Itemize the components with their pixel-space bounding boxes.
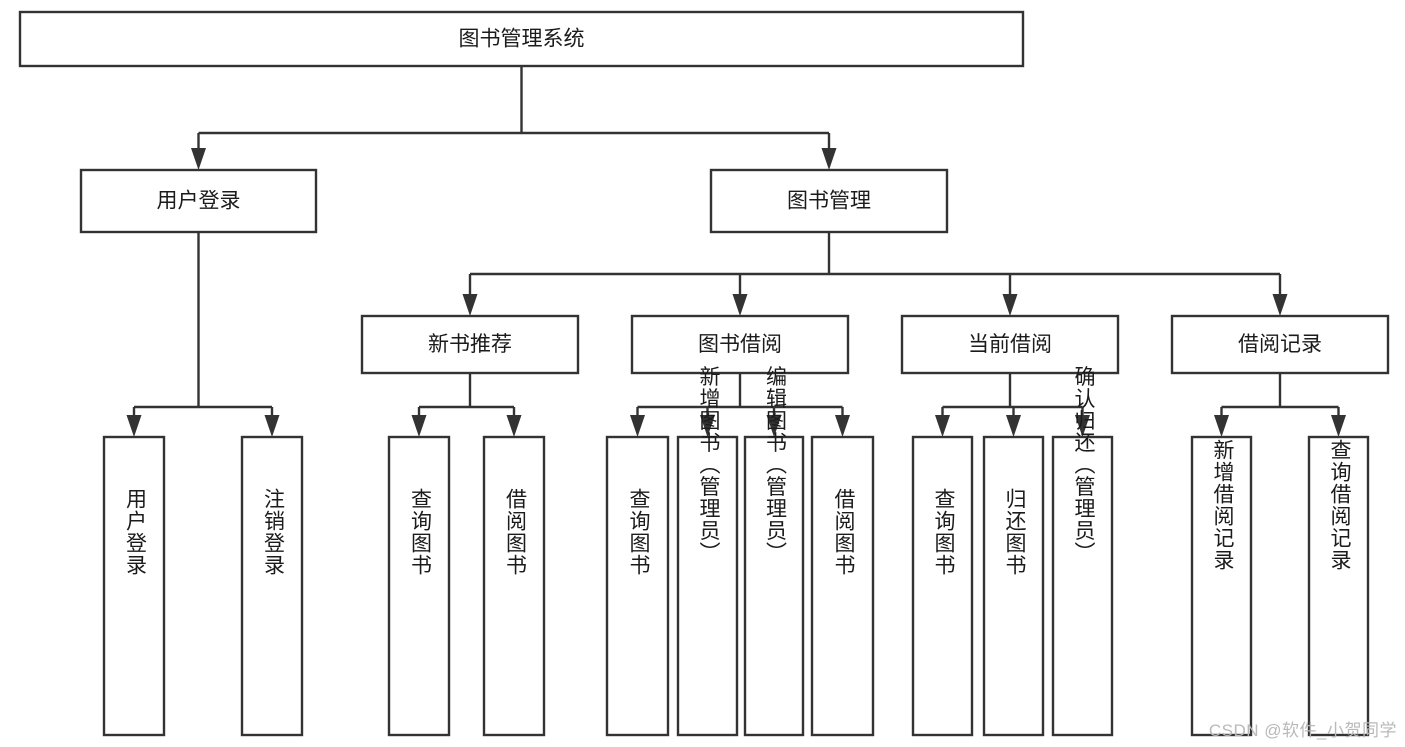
node-box-leaf-query-book-2[interactable] (605, 435, 670, 737)
node-leaf-query-record[interactable]: 查询借阅记录 (1307, 435, 1370, 737)
node-label-new-book-rec: 新书推荐 (428, 333, 512, 356)
node-user-login[interactable]: 用户登录 (79, 168, 318, 234)
node-label-leaf-query-book-2: 查询图书 (627, 488, 651, 576)
node-leaf-confirm-return[interactable]: 确认归还（管理员） (1051, 366, 1114, 737)
arrowhead-icon (506, 415, 522, 437)
connector-book-borrow (630, 373, 850, 437)
connector-current-borrow (935, 373, 1090, 437)
node-leaf-user-login[interactable]: 用户登录 (102, 435, 166, 737)
node-label-leaf-add-book: 新增图书（管理员） (697, 366, 721, 564)
arrowhead-icon (1002, 294, 1018, 316)
node-label-leaf-query-record: 查询借阅记录 (1328, 439, 1352, 571)
node-current-borrow[interactable]: 当前借阅 (900, 314, 1120, 375)
arrowhead-icon (766, 415, 782, 437)
arrowhead-icon (630, 415, 645, 437)
node-box-leaf-query-record[interactable] (1307, 435, 1370, 737)
node-box-user-login[interactable] (79, 168, 318, 234)
node-new-book-rec[interactable]: 新书推荐 (360, 314, 580, 375)
node-label-leaf-user-login: 用户登录 (123, 488, 147, 576)
node-box-book-manage[interactable] (709, 168, 949, 234)
node-box-leaf-add-book[interactable] (676, 435, 739, 737)
node-leaf-add-record[interactable]: 新增借阅记录 (1190, 435, 1253, 737)
node-book-borrow[interactable]: 图书借阅 (630, 314, 850, 375)
node-layer: 图书管理系统用户登录图书管理新书推荐图书借阅当前借阅借阅记录用户登录注销登录查询… (18, 10, 1390, 737)
node-label-leaf-query-book-1: 查询图书 (408, 488, 432, 576)
node-label-book-borrow: 图书借阅 (698, 333, 782, 356)
arrowhead-icon (126, 415, 142, 437)
node-label-leaf-confirm-return: 确认归还（管理员） (1072, 366, 1096, 564)
arrowhead-icon (935, 415, 950, 437)
node-label-current-borrow: 当前借阅 (968, 333, 1052, 356)
node-box-current-borrow[interactable] (900, 314, 1120, 375)
connector-layer (126, 66, 1346, 437)
node-box-leaf-edit-book[interactable] (743, 435, 805, 737)
node-leaf-edit-book[interactable]: 编辑图书（管理员） (743, 366, 805, 737)
node-label-leaf-borrow-book-1: 借阅图书 (503, 488, 527, 576)
connector-book-manage (462, 232, 1288, 316)
node-box-root[interactable] (18, 10, 1025, 68)
node-box-leaf-add-record[interactable] (1190, 435, 1253, 737)
node-box-book-borrow[interactable] (630, 314, 850, 375)
node-box-leaf-borrow-book-1[interactable] (482, 435, 546, 737)
node-label-borrow-record: 借阅记录 (1238, 333, 1322, 356)
arrowhead-icon (1331, 415, 1346, 437)
node-box-borrow-record[interactable] (1170, 314, 1390, 375)
node-leaf-query-book-3[interactable]: 查询图书 (911, 435, 974, 737)
arrowhead-icon (1272, 294, 1288, 316)
connector-borrow-record (1214, 373, 1346, 437)
arrowhead-icon (1075, 415, 1090, 437)
arrowhead-icon (732, 294, 748, 316)
node-box-leaf-confirm-return[interactable] (1051, 435, 1114, 737)
node-borrow-record[interactable]: 借阅记录 (1170, 314, 1390, 375)
node-label-leaf-borrow-book-2: 借阅图书 (832, 488, 856, 576)
node-leaf-query-book-2[interactable]: 查询图书 (605, 435, 670, 737)
node-leaf-query-book-1[interactable]: 查询图书 (387, 435, 451, 737)
arrowhead-icon (264, 415, 280, 437)
arrowhead-icon (462, 294, 478, 316)
node-box-new-book-rec[interactable] (360, 314, 580, 375)
node-label-leaf-add-record: 新增借阅记录 (1211, 439, 1235, 571)
node-label-leaf-logout: 注销登录 (261, 488, 285, 576)
node-box-leaf-borrow-book-2[interactable] (810, 435, 875, 737)
connector-root (191, 66, 837, 170)
node-box-leaf-query-book-1[interactable] (387, 435, 451, 737)
arrowhead-icon (821, 148, 837, 170)
node-leaf-add-book[interactable]: 新增图书（管理员） (676, 366, 739, 737)
node-box-leaf-return-book[interactable] (982, 435, 1045, 737)
node-leaf-logout[interactable]: 注销登录 (240, 435, 304, 737)
node-label-leaf-query-book-3: 查询图书 (932, 488, 956, 576)
node-leaf-return-book[interactable]: 归还图书 (982, 435, 1045, 737)
node-leaf-borrow-book-2[interactable]: 借阅图书 (810, 435, 875, 737)
arrowhead-icon (411, 415, 427, 437)
node-label-leaf-return-book: 归还图书 (1003, 488, 1027, 576)
node-label-root: 图书管理系统 (459, 28, 585, 51)
node-leaf-borrow-book-1[interactable]: 借阅图书 (482, 435, 546, 737)
arrowhead-icon (1006, 415, 1021, 437)
node-root[interactable]: 图书管理系统 (18, 10, 1025, 68)
connector-user-login (126, 232, 280, 437)
connector-new-book-rec (411, 373, 522, 437)
node-label-user-login: 用户登录 (157, 190, 241, 213)
node-book-manage[interactable]: 图书管理 (709, 168, 949, 234)
arrowhead-icon (191, 148, 206, 170)
node-label-leaf-edit-book: 编辑图书（管理员） (763, 366, 787, 564)
node-box-leaf-logout[interactable] (240, 435, 304, 737)
arrowhead-icon (1214, 415, 1229, 437)
node-label-book-manage: 图书管理 (787, 190, 871, 213)
node-box-leaf-user-login[interactable] (102, 435, 166, 737)
arrowhead-icon (700, 415, 715, 437)
node-box-leaf-query-book-3[interactable] (911, 435, 974, 737)
arrowhead-icon (835, 415, 850, 437)
